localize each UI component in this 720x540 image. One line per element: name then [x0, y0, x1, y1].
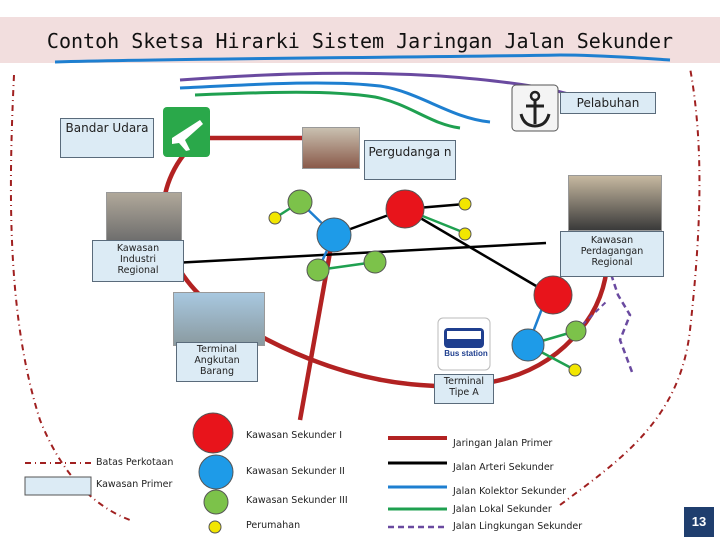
top-road-kolektor	[180, 83, 490, 122]
node-sekunder-2-a	[317, 218, 351, 252]
node-sekunder-3-b	[307, 259, 329, 281]
lingkungan-1	[608, 265, 632, 372]
legend-kawasan-sekunder-1: Kawasan Sekunder I	[246, 430, 342, 441]
legend-kawasan-primer: Kawasan Primer	[96, 479, 172, 490]
legend-green-circle	[204, 490, 228, 514]
legend-red-circle	[193, 413, 233, 453]
bandar-udara-label: Bandar Udara	[60, 118, 154, 158]
kawasan-industri-label: Kawasan Industri Regional	[92, 240, 184, 282]
primary-road-down	[300, 230, 334, 420]
node-sekunder-2-b	[512, 329, 544, 361]
terminal-angkutan-label: Terminal Angkutan Barang	[176, 342, 258, 382]
bus-icon-text: Bus station	[444, 350, 488, 358]
anchor-icon	[512, 85, 558, 131]
node-perumahan-a	[269, 212, 281, 224]
legend-kawasan-sekunder-3: Kawasan Sekunder III	[246, 495, 348, 506]
legend-blue-circle	[199, 455, 233, 489]
node-sekunder-3-a	[288, 190, 312, 214]
legend-jalan-lingkungan: Jalan Lingkungan Sekunder	[453, 521, 582, 532]
legend-jalan-kolektor: Jalan Kolektor Sekunder	[453, 486, 566, 497]
page-number: 13	[684, 507, 714, 537]
warehouse-photo	[302, 127, 360, 169]
node-perumahan-b	[459, 198, 471, 210]
airplane-icon	[163, 107, 210, 157]
legend-perumahan: Perumahan	[246, 520, 300, 531]
node-sekunder-3-d	[566, 321, 586, 341]
legend-jalan-lokal: Jalan Lokal Sekunder	[453, 504, 552, 515]
market-photo	[568, 175, 662, 231]
truck-terminal-photo	[173, 292, 265, 346]
bus-station-icon	[438, 318, 490, 370]
legend-jaringan-jalan-primer: Jaringan Jalan Primer	[453, 438, 552, 449]
legend-yellow-circle	[209, 521, 221, 533]
node-sekunder-1-a	[386, 190, 424, 228]
pergudangan-label: Pergudanga n	[364, 140, 456, 180]
top-road-primary	[55, 55, 670, 62]
legend-primer-box	[25, 477, 91, 495]
legend-batas-perkotaan: Batas Perkotaan	[96, 457, 173, 468]
pelabuhan-label: Pelabuhan	[560, 92, 656, 114]
industry-photo	[106, 192, 182, 244]
node-sekunder-1-b	[534, 276, 572, 314]
legend-graphics	[25, 413, 447, 533]
node-perumahan-c	[459, 228, 471, 240]
terminal-tipe-a-label: Terminal Tipe A	[434, 374, 494, 404]
kawasan-perdagangan-label: Kawasan Perdagangan Regional	[560, 231, 664, 277]
arteri-3	[405, 209, 548, 293]
node-sekunder-3-c	[364, 251, 386, 273]
legend-jalan-arteri: Jalan Arteri Sekunder	[453, 462, 554, 473]
node-perumahan-d	[569, 364, 581, 376]
legend-kawasan-sekunder-2: Kawasan Sekunder II	[246, 466, 345, 477]
